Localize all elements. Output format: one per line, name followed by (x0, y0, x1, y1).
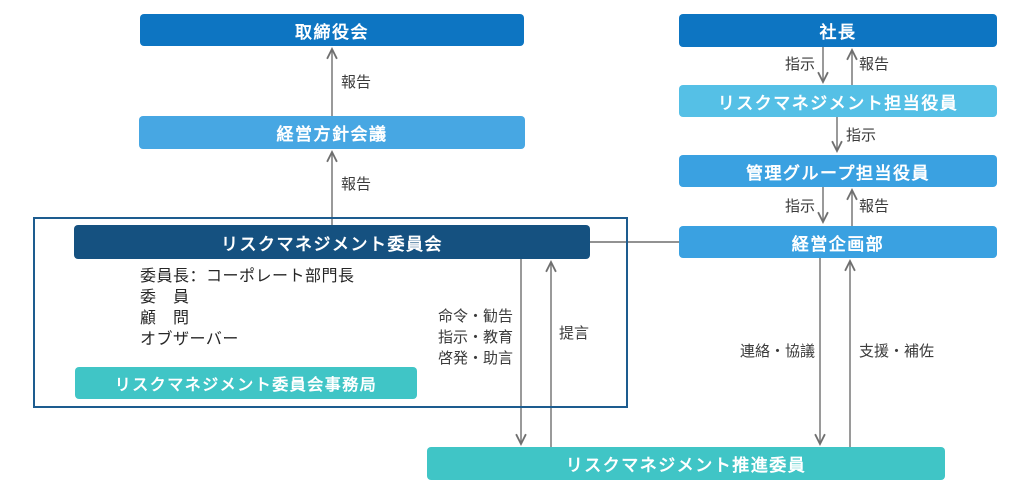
label-report-to-board: 報告 (341, 74, 372, 91)
node-rm-promotion: リスクマネジメント推進委員 (427, 447, 945, 480)
label-instruct-officer: 指示 (846, 127, 877, 144)
node-rm-committee: リスクマネジメント委員会 (74, 225, 590, 259)
node-admin-group-officer: 管理グループ担当役員 (679, 155, 997, 187)
label-instruct-admin: 指示 (784, 198, 815, 215)
node-rm-secretariat: リスクマネジメント委員会事務局 (75, 367, 417, 399)
node-president: 社長 (679, 14, 997, 47)
label-command: 命令・勧告 (437, 308, 513, 325)
node-board-of-directors: 取締役会 (140, 14, 524, 46)
node-corporate-planning: 経営企画部 (679, 226, 997, 258)
node-rm-officer: リスクマネジメント担当役員 (679, 85, 997, 117)
committee-member-list: 委員長：コーポレート部門長 委 員 顧 問 オブザーバー (140, 266, 355, 350)
member-chairperson: 委員長：コーポレート部門長 (140, 268, 355, 285)
label-instruct-educate: 指示・教育 (437, 329, 513, 346)
label-liaison: 連絡・協議 (739, 343, 815, 360)
label-report-to-policy: 報告 (341, 176, 372, 193)
label-report-admin: 報告 (859, 198, 890, 215)
label-report-president: 報告 (859, 56, 890, 73)
label-enlighten-advise: 啓発・助言 (437, 350, 513, 367)
committee-frame (33, 217, 628, 408)
node-policy-meeting: 経営方針会議 (139, 116, 525, 149)
label-support: 支援・補佐 (859, 343, 935, 360)
label-instruct-president: 指示 (784, 56, 815, 73)
member-observer: オブザーバー (140, 331, 239, 348)
member-committee: 委 員 (140, 289, 190, 306)
member-advisor: 顧 問 (140, 310, 190, 327)
label-proposal: 提言 (559, 325, 590, 342)
label-committee-downward-block: 命令・勧告 指示・教育 啓発・助言 (438, 306, 513, 369)
